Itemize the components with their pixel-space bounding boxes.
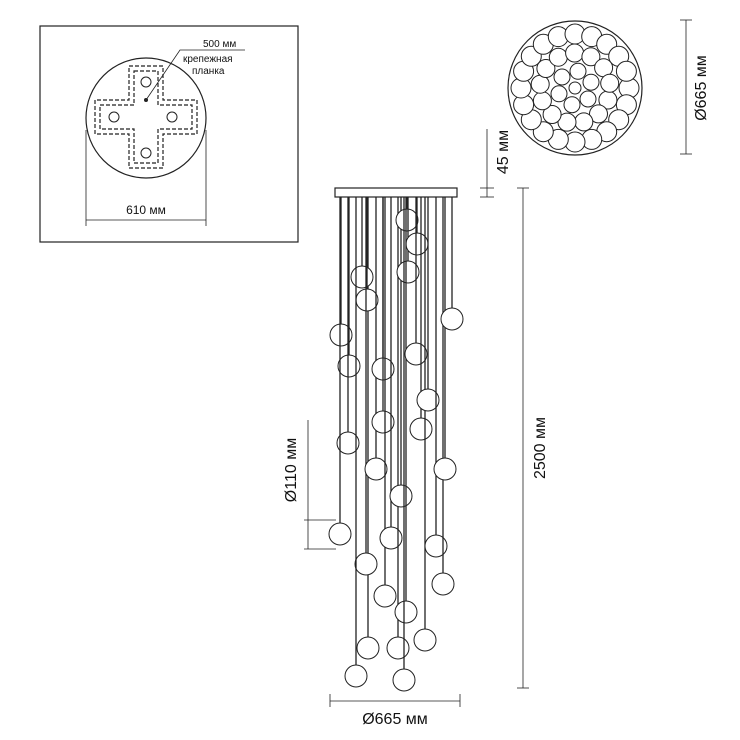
- top-view-shade: [553, 68, 571, 86]
- top-view-center-ring: [568, 81, 582, 95]
- side-width-label: Ø665 мм: [362, 711, 428, 728]
- inset-width-label: 610 мм: [126, 203, 166, 217]
- top-view-shade: [615, 60, 637, 82]
- top-view-shade: [563, 96, 581, 114]
- pendant-shade: [336, 431, 360, 455]
- pendant-shade: [337, 354, 361, 378]
- top-view-shade: [574, 112, 594, 132]
- bar-name-line1: крепежная: [183, 54, 233, 65]
- pendant-shade: [386, 636, 410, 660]
- plate-circle: [85, 57, 207, 179]
- top-view-shade: [548, 47, 568, 67]
- pendant-shade: [409, 417, 433, 441]
- top-view-shade: [557, 112, 577, 132]
- shade-diameter-label: Ø110 мм: [283, 438, 300, 502]
- pendant-shade: [395, 208, 419, 232]
- pendant-shade: [433, 457, 457, 481]
- bar-name-line2: планка: [192, 66, 225, 77]
- pendant-shade: [413, 628, 437, 652]
- mounting-bar-outline: [94, 65, 198, 169]
- top-view-shade: [532, 91, 552, 111]
- total-height-label: 2500 мм: [532, 417, 549, 479]
- screw-hole-left: [108, 111, 120, 123]
- pendant-shade: [373, 584, 397, 608]
- pendant-shade: [416, 388, 440, 412]
- pendants: [328, 197, 464, 692]
- pendant-shade: [396, 260, 420, 284]
- top-diameter-label: Ø665 мм: [693, 55, 710, 121]
- top-view-shades: [510, 23, 640, 153]
- bar-length-label: 500 мм: [203, 39, 236, 50]
- pendant-shade: [440, 307, 464, 331]
- top-view-shade: [542, 105, 562, 124]
- pendant-shade: [329, 323, 353, 347]
- pendant-shade: [344, 664, 368, 688]
- inset-frame: [39, 25, 299, 243]
- top-view-shade: [589, 104, 608, 124]
- canopy: [334, 187, 458, 198]
- top-view: Ø665 мм: [507, 19, 710, 156]
- pendant-shade: [379, 526, 403, 550]
- top-view-shade: [579, 90, 597, 108]
- pendant-shade: [350, 265, 374, 289]
- pendant-shade: [356, 636, 380, 660]
- top-view-shade: [600, 73, 620, 93]
- pendant-shade: [424, 534, 448, 558]
- pendant-shade: [354, 552, 378, 576]
- top-view-shade: [536, 59, 556, 78]
- mounting-bar-inner: [99, 70, 193, 164]
- top-view-shade: [569, 62, 587, 80]
- mounting-plate-inset: 500 мм крепежная планка 610 мм: [39, 25, 299, 243]
- screw-hole-right: [166, 111, 178, 123]
- pendant-shade: [328, 522, 352, 546]
- pendant-shade: [404, 342, 428, 366]
- pendant-shade: [389, 484, 413, 508]
- pendant-shade: [355, 288, 379, 312]
- screw-hole-top: [140, 76, 152, 88]
- leader-line: [145, 49, 245, 101]
- screw-hole-bottom: [140, 147, 152, 159]
- top-view-shade: [550, 85, 568, 103]
- top-view-shade: [581, 47, 601, 67]
- side-view: 45 мм 2500 мм Ø110 мм Ø665 мм: [283, 129, 549, 728]
- pendant-shade: [392, 668, 416, 692]
- pendant-shade: [394, 600, 418, 624]
- pendant-shade: [371, 410, 395, 434]
- canopy-height-label: 45 мм: [495, 130, 512, 174]
- top-view-outline: [507, 20, 643, 156]
- top-view-shade: [582, 73, 600, 91]
- pendant-shade: [431, 572, 455, 596]
- top-view-shade: [565, 43, 585, 63]
- pendant-shade: [364, 457, 388, 481]
